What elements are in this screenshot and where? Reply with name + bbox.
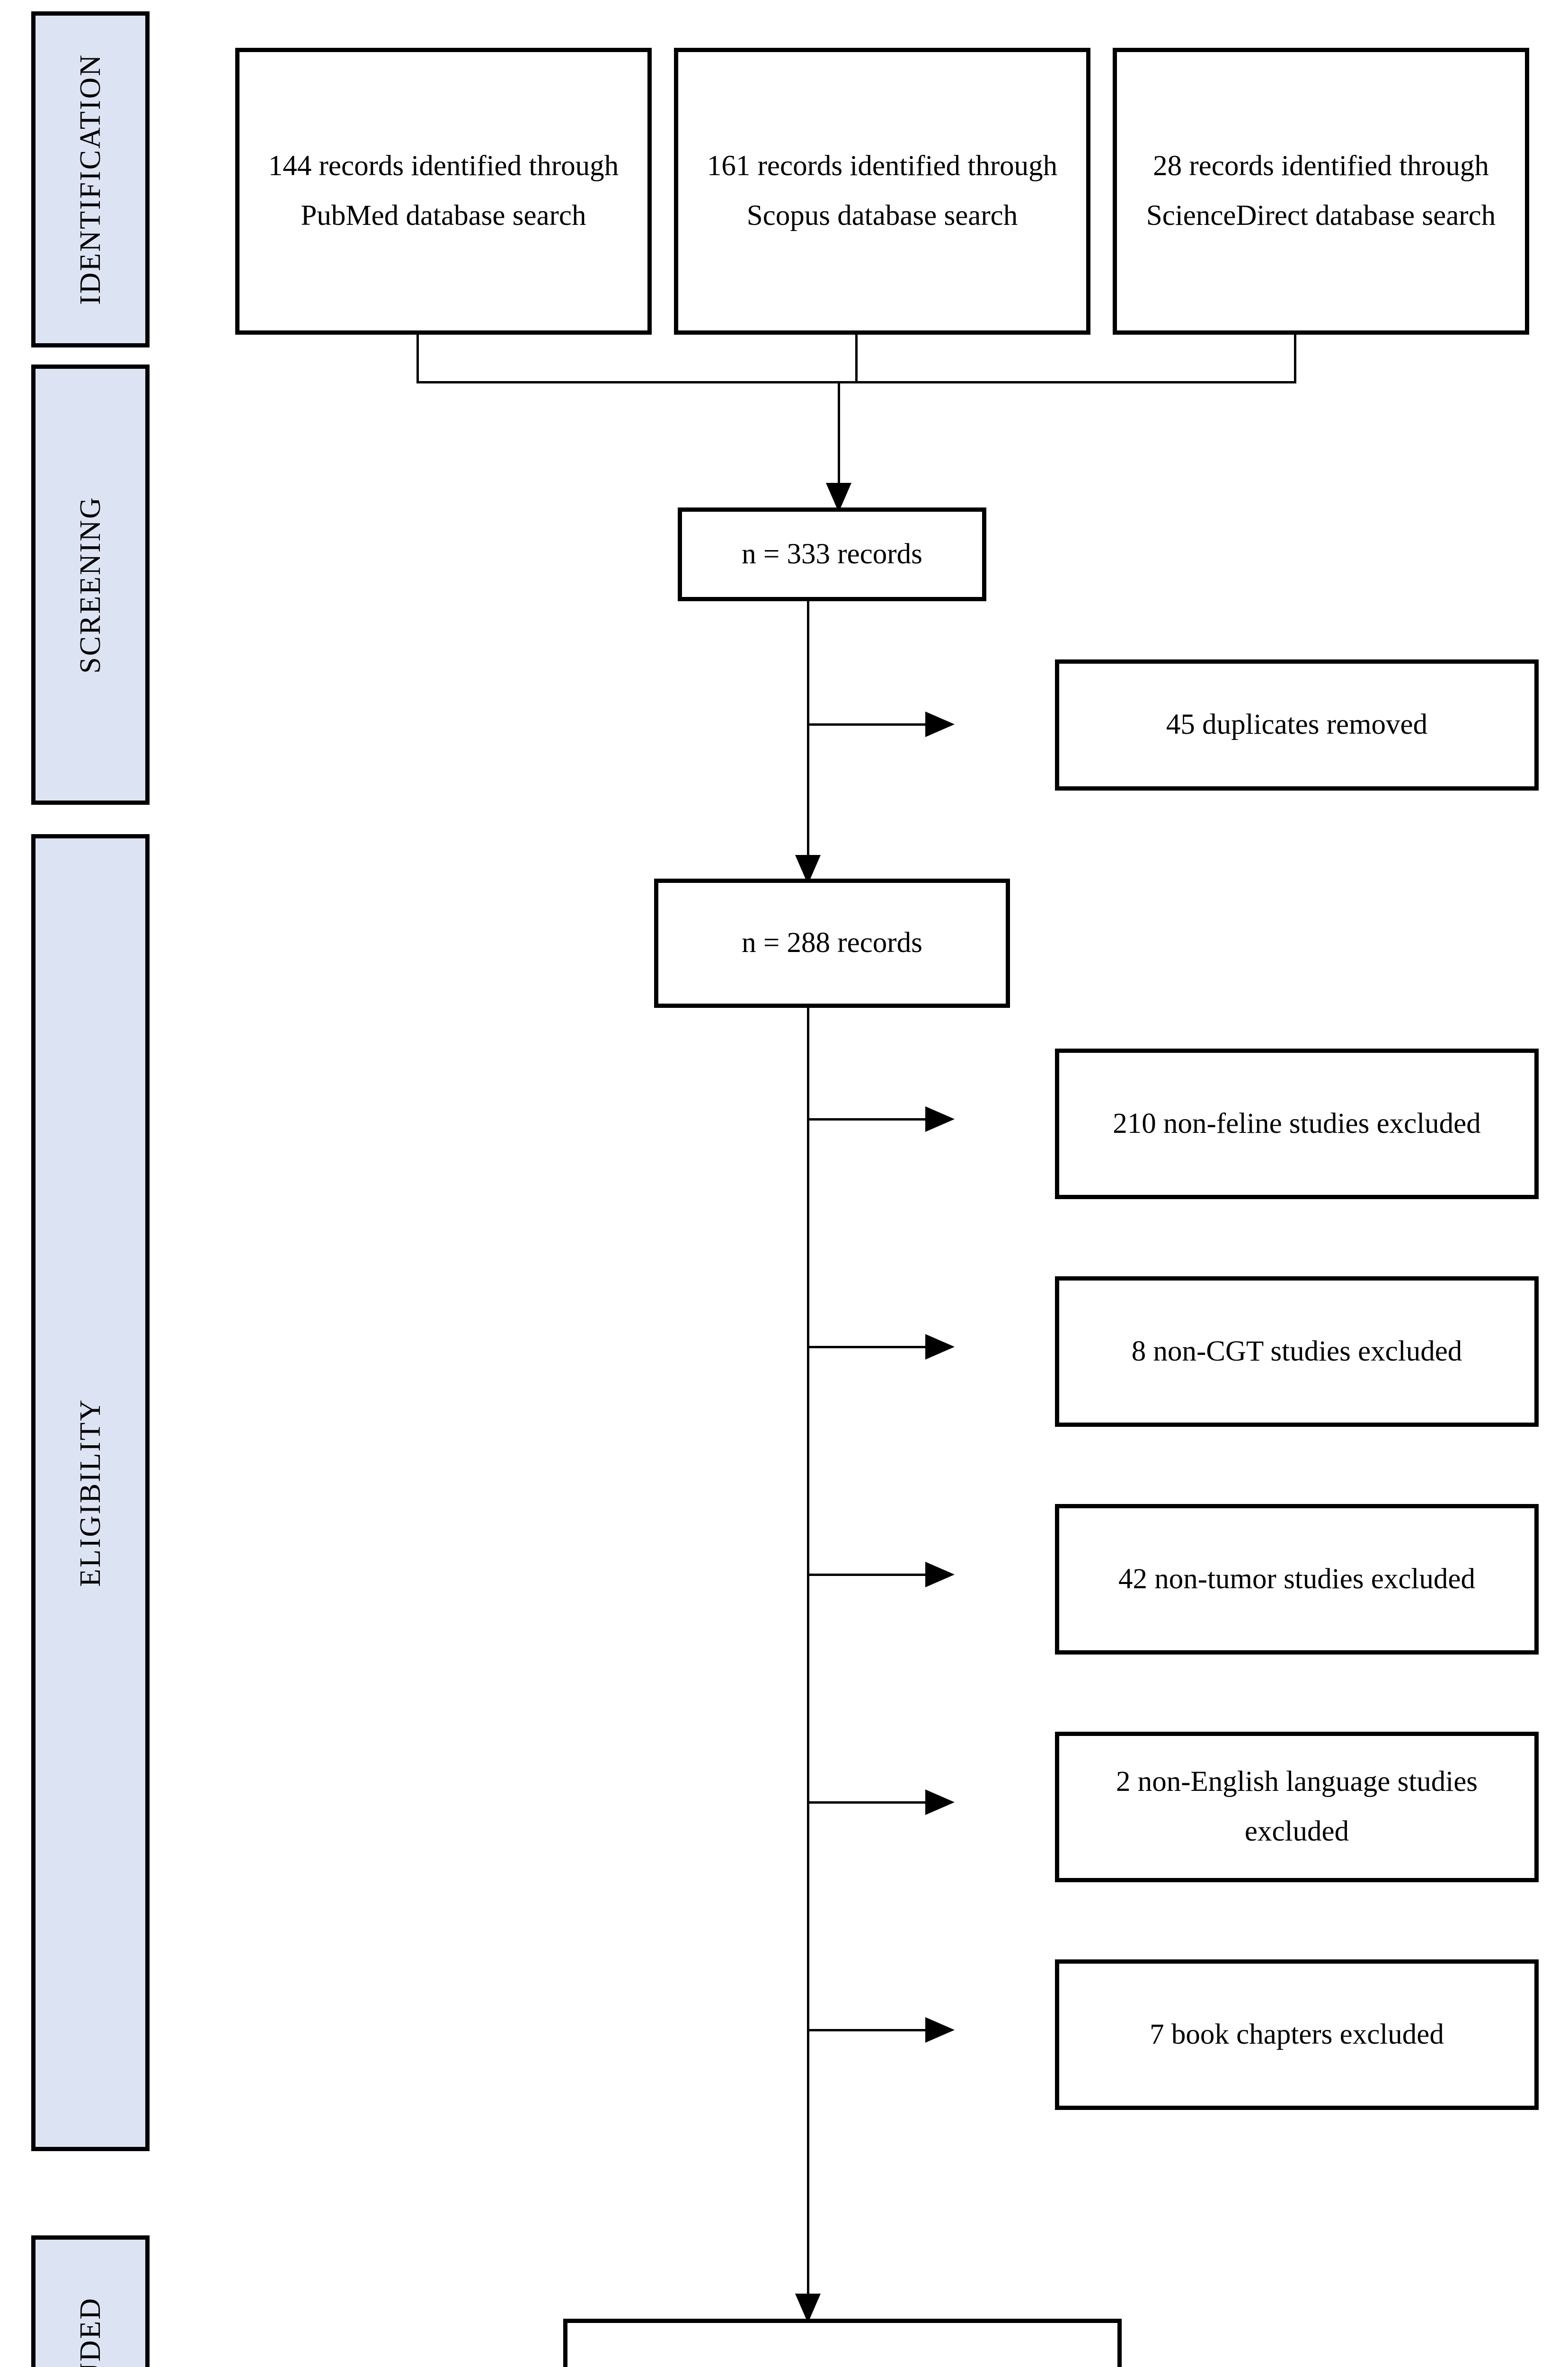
arrow-branch-non-feline [925,1106,955,1132]
arrow-branch-duplicates [925,712,955,737]
arrow-branch-non-english [925,1789,955,1815]
phase-box-included: INCLUDED [31,2235,150,2367]
arrow-branch-non-cgt [925,1334,955,1360]
exclusion-box-non-cgt: 8 non-CGT studies excluded [1055,1276,1539,1427]
phase-box-identification: IDENTIFICATION [31,11,150,347]
exclusion-box-book-chapters: 7 book chapters excluded [1055,1959,1539,2110]
connector-stub-sciencedirect [1294,335,1296,382]
connector-branch-non-english [807,1801,931,1804]
arrow-bus-to-total [826,483,851,512]
arrow-spine-to-final [795,2294,821,2323]
exclusion-text-non-feline: 210 non-feline studies excluded [1113,1107,1481,1139]
phase-box-screening: SCREENING [31,365,150,805]
source-box-scopus: 161 records identified through Scopus da… [674,48,1090,335]
source-box-pubmed: 144 records identified through PubMed da… [235,48,652,335]
arrow-branch-non-tumor [925,1562,955,1587]
exclusion-text-non-cgt: 8 non-CGT studies excluded [1131,1335,1462,1367]
phase-label-eligibility: ELIGIBILITY [74,1398,106,1587]
final-box-included-articles: 19 full text eligible articles for this … [563,2319,1122,2367]
connector-stub-pubmed [416,335,419,382]
source-box-sciencedirect: 28 records identified through ScienceDir… [1113,48,1529,335]
source-text-sciencedirect: 28 records identified through ScienceDir… [1146,150,1496,231]
source-text-scopus: 161 records identified through Scopus da… [707,150,1058,231]
arrow-branch-book-chapters [925,2017,955,2043]
connector-branch-duplicates [807,723,931,726]
connector-spine-eligibility [807,1008,809,2296]
total-text-after-dedup: n = 288 records [742,927,922,959]
exclusion-box-duplicates: 45 duplicates removed [1055,659,1539,791]
total-box-after-dedup: n = 288 records [654,879,1010,1008]
connector-branch-book-chapters [807,2029,931,2031]
total-box-after-merge: n = 333 records [678,507,986,601]
exclusion-text-non-english: 2 non-English language studies excluded [1116,1766,1478,1847]
phase-label-identification: IDENTIFICATION [74,53,106,305]
connector-merge-bus [416,381,1296,383]
phase-box-eligibility: ELIGIBILITY [31,834,150,2151]
phase-label-included: INCLUDED [74,2297,106,2367]
exclusion-box-non-feline: 210 non-feline studies excluded [1055,1049,1539,1199]
connector-branch-non-feline [807,1118,931,1121]
exclusion-text-duplicates: 45 duplicates removed [1166,709,1428,741]
exclusion-text-non-tumor: 42 non-tumor studies excluded [1118,1563,1475,1595]
connector-branch-non-cgt [807,1346,931,1348]
connector-stub-scopus [855,335,858,382]
connector-branch-non-tumor [807,1574,931,1576]
exclusion-text-book-chapters: 7 book chapters excluded [1150,2018,1444,2050]
exclusion-box-non-tumor: 42 non-tumor studies excluded [1055,1504,1539,1655]
connector-bus-to-total [838,381,840,488]
total-text-after-merge: n = 333 records [742,538,922,570]
exclusion-box-non-english: 2 non-English language studies excluded [1055,1732,1539,1882]
source-text-pubmed: 144 records identified through PubMed da… [268,150,619,231]
phase-label-screening: SCREENING [74,496,106,674]
connector-spine-screening [807,601,809,862]
